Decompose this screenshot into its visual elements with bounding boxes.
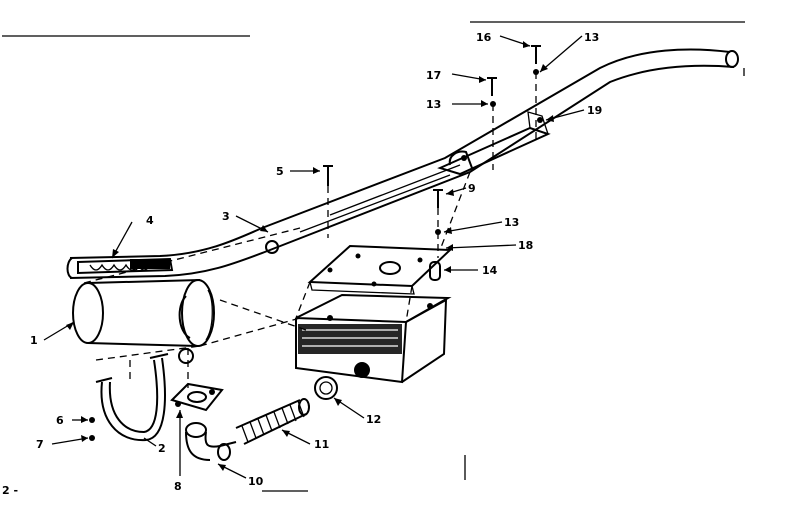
exhaust-elbow	[185, 422, 237, 461]
callout-17: 17	[426, 69, 441, 82]
callout-13-lower: 13	[504, 216, 519, 229]
callout-19: 19	[587, 104, 602, 117]
muffler	[72, 279, 215, 347]
callout-8: 8	[174, 480, 182, 493]
callout-6: 6	[56, 414, 64, 427]
flex-pipe	[235, 398, 310, 445]
leader-lines	[43, 35, 585, 479]
callout-3: 3	[222, 210, 230, 223]
callout-14: 14	[482, 264, 498, 277]
manifold-box	[295, 293, 452, 384]
callout-7: 7	[36, 438, 44, 451]
callout-16: 16	[476, 31, 492, 44]
assembly-guides	[83, 72, 537, 388]
callout-12: 12	[366, 413, 381, 426]
callout-5: 5	[276, 165, 284, 178]
exhaust-pipe	[69, 48, 739, 279]
callout-10: 10	[248, 475, 264, 488]
clamp-ring	[314, 376, 338, 400]
callout-13-mid: 13	[426, 98, 441, 111]
pipe-bracket	[437, 111, 551, 176]
callout-4: 4	[146, 214, 154, 227]
spacer	[429, 261, 441, 281]
callout-18: 18	[518, 239, 533, 252]
callout-11: 11	[314, 438, 329, 451]
exhaust-flange	[170, 348, 224, 412]
callout-2: 2	[158, 442, 166, 455]
callout-13-top: 13	[584, 31, 599, 44]
mounting-plate	[307, 244, 453, 295]
muffler-clamp	[95, 353, 169, 442]
heat-shield	[66, 257, 174, 279]
callout-1: 1	[30, 334, 38, 347]
callout-9: 9	[468, 182, 476, 195]
callout-labels: 16 13 17 13 19 5 9 4 3 13 18 14 1 6 7 2 …	[2, 31, 602, 497]
page-label: 2 -	[2, 484, 18, 497]
